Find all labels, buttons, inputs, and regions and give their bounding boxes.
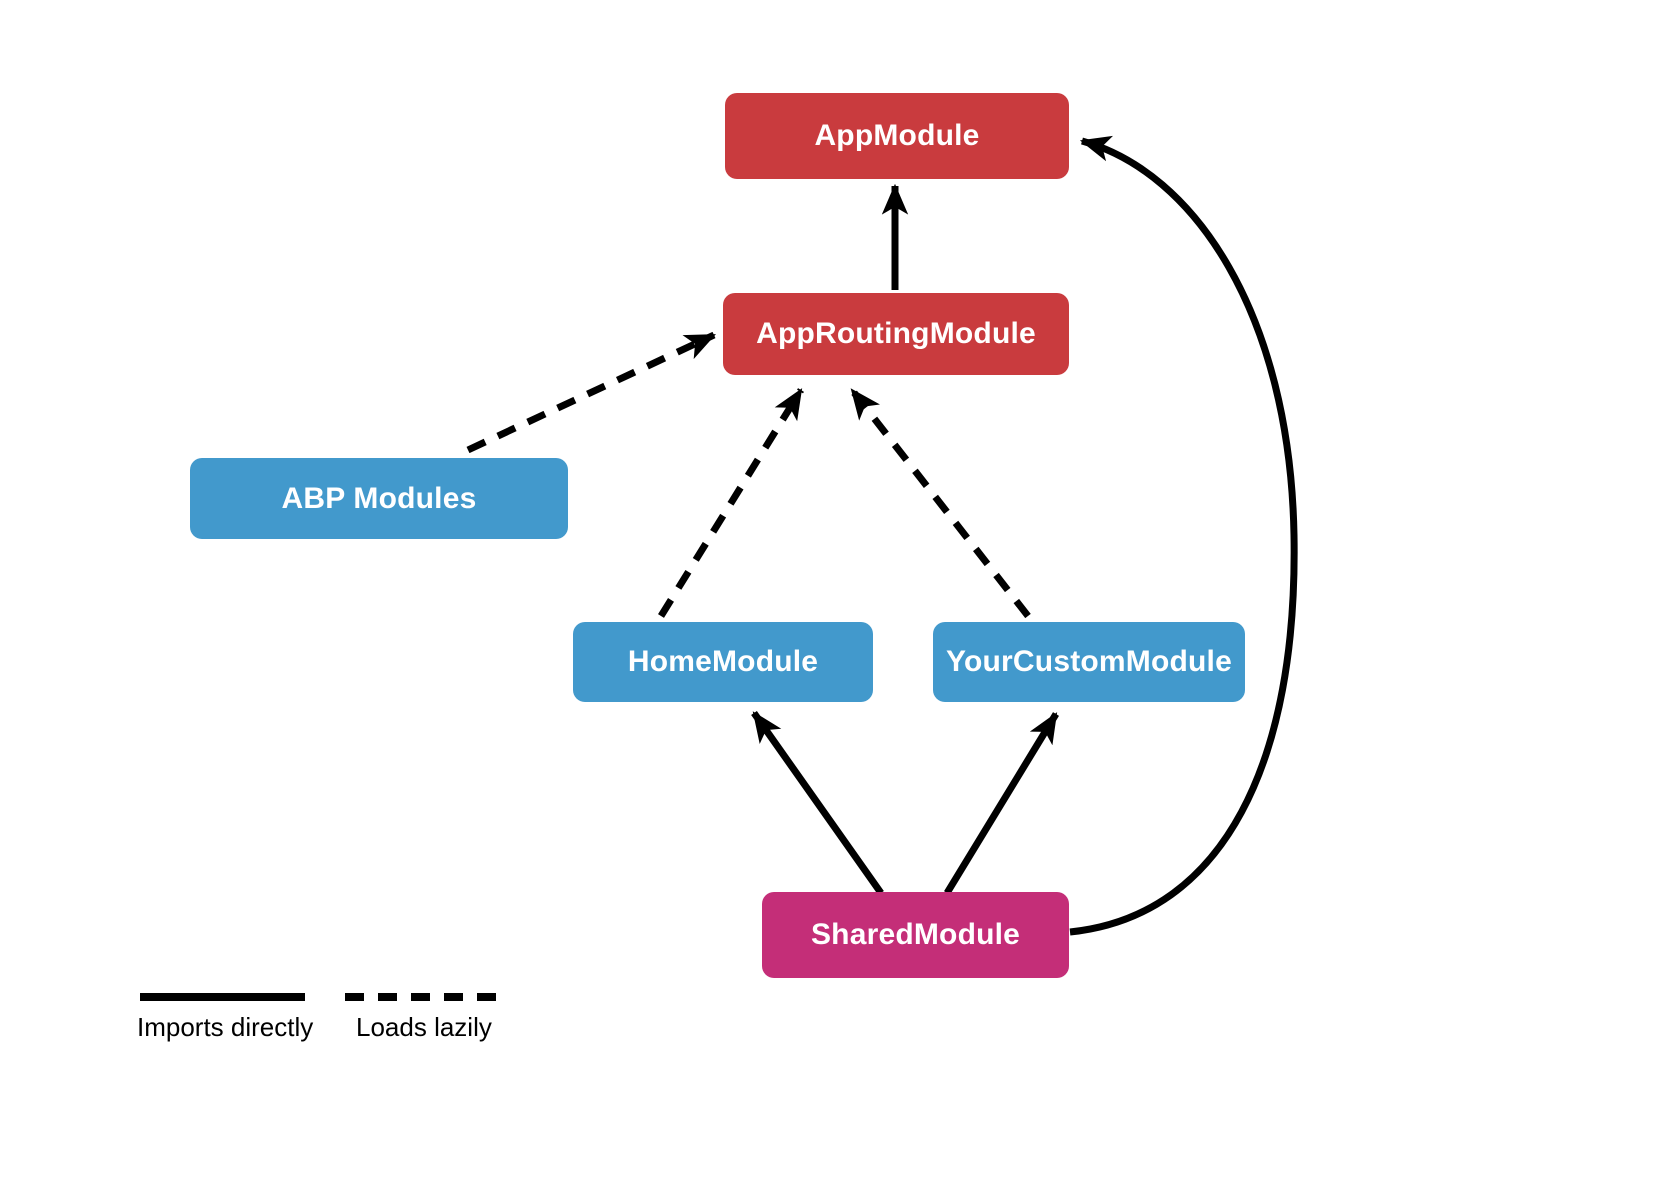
node-sharedmodule: SharedModule: [762, 892, 1069, 978]
node-yourcustommodule: YourCustomModule: [933, 622, 1245, 702]
edge-sharedmodule-to-appmodule: [1069, 135, 1298, 936]
node-approutingmodule-label: AppRoutingModule: [756, 317, 1036, 350]
node-homemodule: HomeModule: [573, 622, 873, 702]
node-abp-modules-label: ABP Modules: [281, 481, 477, 515]
legend-imports-directly-label: Imports directly: [137, 1012, 314, 1042]
node-yourcustommodule-label: YourCustomModule: [946, 645, 1232, 678]
node-appmodule: AppModule: [725, 93, 1069, 179]
edge-sharedmodule-to-homemodule: [751, 710, 884, 896]
node-appmodule-label: AppModule: [814, 119, 980, 152]
edge-homemodule-to-approutingmodule: [658, 388, 804, 618]
legend-loads-lazily-label: Loads lazily: [356, 1012, 492, 1042]
node-sharedmodule-label: SharedModule: [810, 918, 1021, 951]
edge-sharedmodule-to-yourcustommodule: [944, 712, 1059, 895]
node-abp-modules: ABP Modules: [190, 458, 568, 539]
node-homemodule-label: HomeModule: [627, 645, 819, 678]
edge-yourcustommodule-to-approutingmodule: [849, 387, 1031, 619]
edge-abpmodules-to-approutingmodule: [466, 331, 716, 454]
node-approutingmodule: AppRoutingModule: [723, 293, 1069, 375]
